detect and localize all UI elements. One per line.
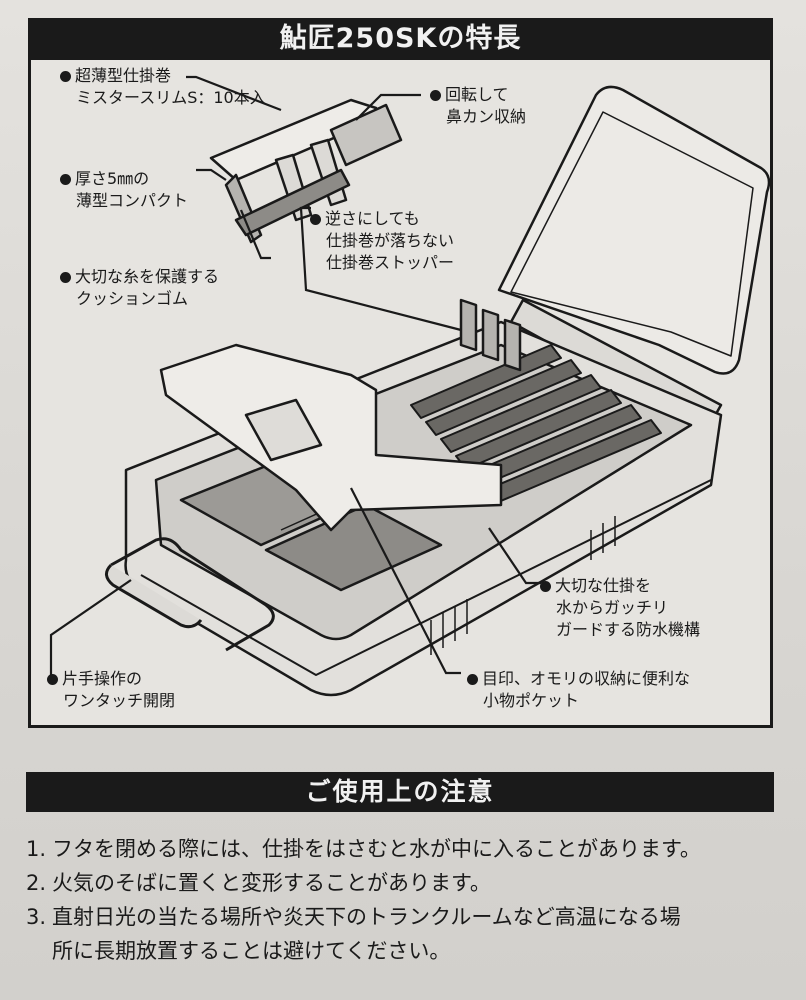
- features-title: 鮎匠250SKの特長: [28, 18, 773, 60]
- bullet-dot: [430, 90, 441, 101]
- caution-item: 1. フタを閉める際には、仕掛をはさむと水が中に入ることがあります。: [26, 837, 701, 861]
- bullet-dot: [540, 581, 551, 592]
- winders: [410, 344, 662, 504]
- bullet-dot: [310, 214, 321, 225]
- callout-small-pocket: 目印、オモリの収納に便利な 小物ポケット: [467, 668, 690, 712]
- callout-slim-winder: 超薄型仕掛巻 ミスタースリムS：10本入: [60, 65, 266, 109]
- caution-list: 1. フタを閉める際には、仕掛をはさむと水が中に入ることがあります。 2. 火気…: [26, 832, 796, 968]
- caution-item: 3. 直射日光の当たる場所や炎天下のトランクルームなど高温になる場: [26, 905, 681, 929]
- winder-detail: [209, 98, 403, 244]
- callout-thin-compact: 厚さ5㎜の 薄型コンパクト: [60, 168, 188, 212]
- caution-title: ご使用上の注意: [26, 772, 774, 812]
- caution-item: 2. 火気のそばに置くと変形することがあります。: [26, 871, 491, 895]
- callout-winder-stopper: 逆さにしても 仕掛巻が落ちない 仕掛巻ストッパー: [310, 208, 454, 274]
- tray-lid: [159, 343, 503, 532]
- bullet-dot: [60, 174, 71, 185]
- callout-one-touch: 片手操作の ワンタッチ開閉: [47, 668, 175, 712]
- tackle-box-illustration: [49, 75, 770, 697]
- bullet-dot: [467, 674, 478, 685]
- callout-waterproof: 大切な仕掛を 水からガッチリ ガードする防水機構: [540, 575, 700, 641]
- handle: [110, 537, 275, 652]
- bullet-dot: [60, 272, 71, 283]
- lid: [497, 85, 770, 375]
- caution-item-continuation: 所に長期放置することは避けてください。: [52, 939, 451, 963]
- callout-rotating-storage: 回転して 鼻カン収納: [430, 84, 526, 128]
- bullet-dot: [60, 71, 71, 82]
- bullet-dot: [47, 674, 58, 685]
- callout-cushion-rubber: 大切な糸を保護する クッションゴム: [60, 266, 219, 310]
